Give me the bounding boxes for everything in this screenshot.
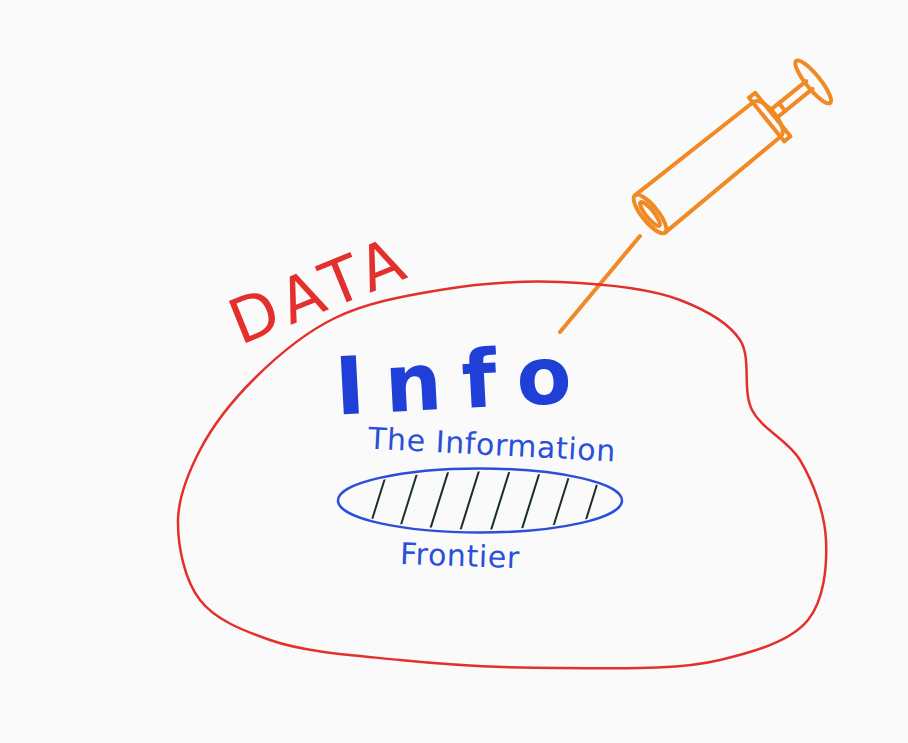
data-region: DATAInfoThe InformationFrontier [175, 200, 835, 680]
hatch-line [551, 469, 571, 533]
ellipse-border [338, 469, 622, 533]
hatch-line [460, 469, 480, 533]
hatch-line [429, 469, 449, 533]
frontier-title: The Information [367, 422, 616, 469]
hatch-line [490, 469, 510, 533]
hatch-line [399, 469, 419, 533]
region-label: Info [333, 328, 594, 433]
hatch-line [521, 469, 541, 533]
frontier-ellipse: The InformationFrontier [330, 428, 630, 573]
hatching [368, 469, 602, 533]
frontier-title: Frontier [400, 536, 521, 575]
syringe-body [626, 56, 836, 241]
